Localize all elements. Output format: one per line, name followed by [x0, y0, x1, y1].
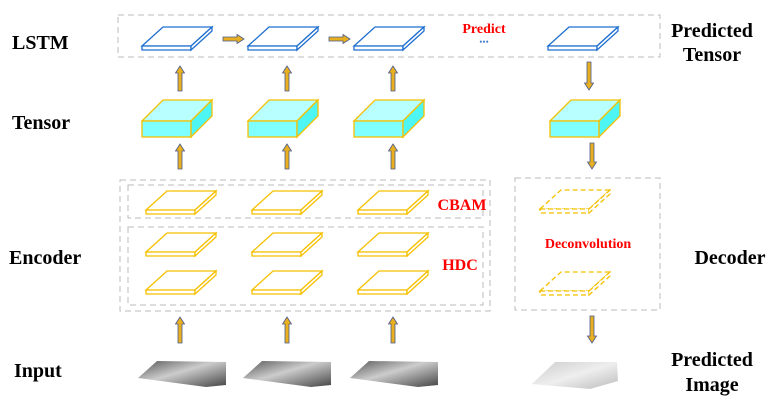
deconv-layer-b	[538, 270, 612, 297]
arrow-tensor-to-lstm-1	[174, 65, 186, 92]
arrow-encoder-to-tensor-3	[387, 143, 399, 170]
encoder-group-box	[119, 179, 491, 312]
lstm-cell-1	[140, 25, 214, 52]
label-lstm: LSTM	[12, 32, 69, 54]
cbam-layer-2	[250, 189, 324, 216]
deconv-layer-a	[538, 188, 612, 215]
arrow-decoder-to-image	[586, 315, 598, 344]
input-image-1	[138, 361, 226, 387]
input-image-3	[350, 361, 438, 387]
arrow-lstm-to-predicted-tensor	[583, 61, 595, 91]
arrow-encoder-to-tensor-1	[174, 143, 186, 170]
ellipsis: •••	[479, 37, 488, 47]
label-tensor: Tensor	[12, 112, 70, 134]
lstm-group-box	[117, 14, 661, 58]
tensor-1	[140, 98, 214, 139]
lstm-cell-2	[246, 25, 320, 52]
label-predicted-tensor-2: Tensor	[683, 44, 741, 66]
arrow-tensor-to-lstm-2	[281, 65, 293, 92]
arrow-input-to-encoder-2	[281, 316, 293, 344]
tensor-2	[246, 98, 320, 139]
hdc-layer-b-2	[250, 269, 324, 296]
hdc-layer-a-3	[356, 231, 430, 258]
decoder-group-box	[514, 177, 661, 311]
label-decoder: Decoder	[694, 247, 765, 269]
input-image-2	[243, 361, 331, 387]
cbam-label: CBAM	[438, 197, 487, 214]
arrow-input-to-encoder-3	[387, 316, 399, 344]
cbam-layer-3	[356, 189, 430, 216]
label-predicted-image-1: Predicted	[671, 349, 753, 371]
hdc-label: HDC	[442, 257, 478, 274]
label-encoder: Encoder	[9, 247, 81, 269]
deconvolution-label: Deconvolution	[545, 237, 632, 252]
cbam-layer-1	[144, 189, 218, 216]
hdc-layer-a-2	[250, 231, 324, 258]
arrow-lstm-2-to-3	[328, 33, 351, 45]
hdc-layer-b-1	[144, 269, 218, 296]
label-predicted-image-2: Image	[685, 374, 738, 396]
predicted-lstm-cell	[546, 25, 620, 52]
hdc-layer-a-1	[144, 231, 218, 258]
arrow-input-to-encoder-1	[174, 316, 186, 344]
label-predicted-tensor-1: Predicted	[671, 20, 753, 42]
arrow-tensor-to-decoder	[586, 142, 598, 170]
arrow-lstm-1-to-2	[222, 33, 245, 45]
hdc-group-box	[127, 226, 484, 306]
predicted-image	[532, 362, 618, 389]
arrow-tensor-to-lstm-3	[387, 65, 399, 92]
cbam-group-box	[127, 184, 484, 219]
label-input: Input	[14, 360, 62, 382]
tensor-3	[352, 98, 426, 139]
predict-label: Predict	[462, 22, 506, 37]
hdc-layer-b-3	[356, 269, 430, 296]
arrow-encoder-to-tensor-2	[281, 143, 293, 170]
predicted-tensor	[548, 98, 622, 139]
lstm-cell-3	[352, 25, 426, 52]
